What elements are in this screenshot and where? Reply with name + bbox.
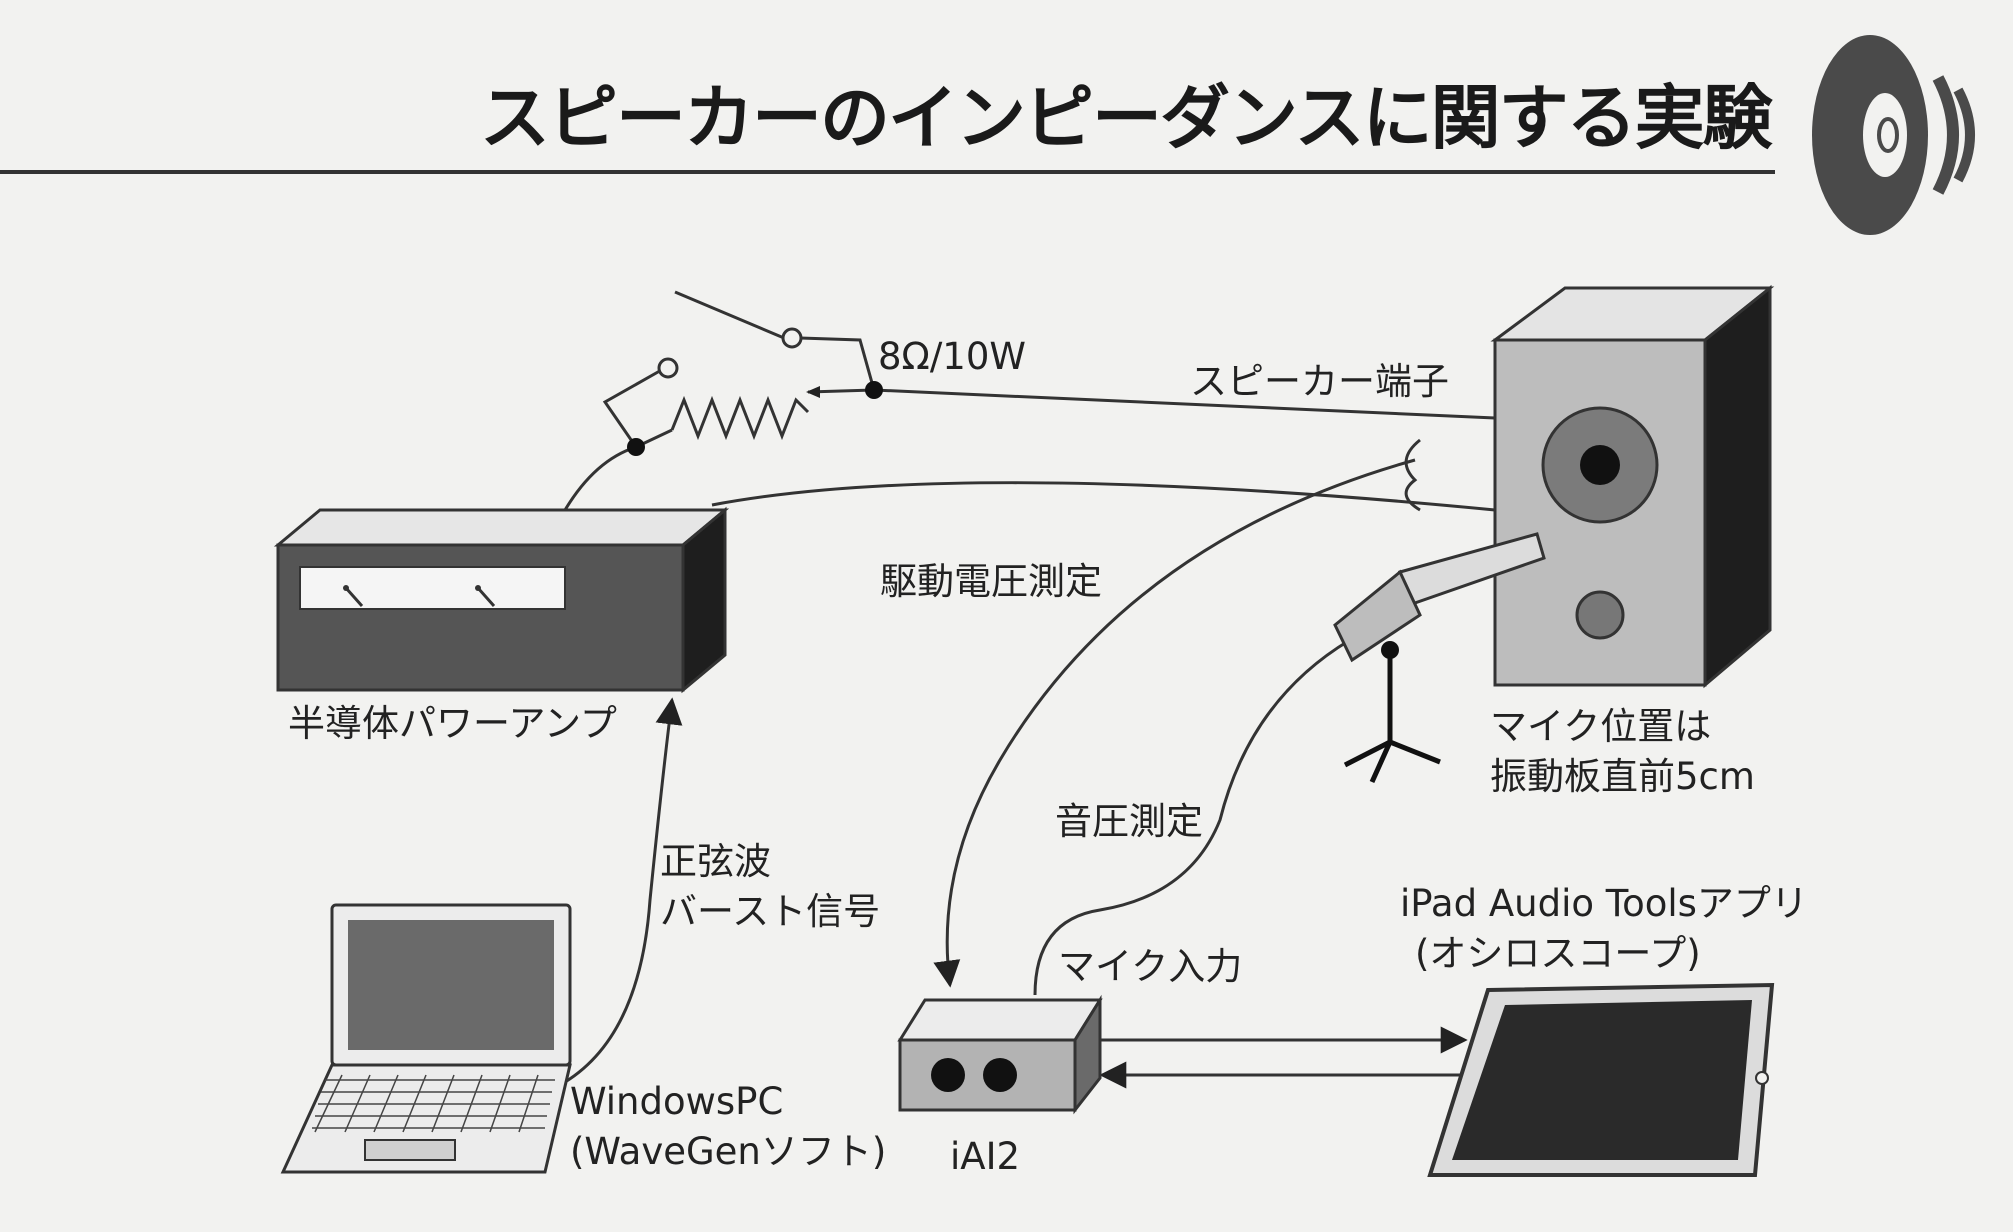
label-mic-position-2: 振動板直前5cm — [1490, 755, 1755, 798]
label-speaker-terminal: スピーカー端子 — [1190, 360, 1449, 403]
label-ipad-1: iPad Audio Toolsアプリ — [1400, 882, 1808, 925]
switch-icon — [657, 327, 803, 379]
label-pc-2: (WaveGenソフト) — [570, 1130, 887, 1173]
speaker-icon — [1812, 35, 1975, 235]
label-resistor: 8Ω/10W — [878, 335, 1026, 378]
microphone-icon — [1333, 532, 1546, 784]
laptop-icon — [280, 903, 572, 1174]
audio-interface-icon — [897, 994, 1103, 1115]
label-sine-1: 正弦波 — [660, 840, 771, 883]
page-title: スピーカーのインピーダンスに関する実験 — [480, 77, 1773, 159]
label-interface: iAI2 — [950, 1135, 1021, 1178]
label-sound-pressure: 音圧測定 — [1055, 800, 1203, 843]
speaker-cabinet-icon — [1490, 284, 1775, 689]
junction-node-left — [627, 438, 645, 456]
label-amplifier: 半導体パワーアンプ — [288, 702, 617, 745]
label-sine-2: バースト信号 — [660, 890, 881, 933]
amplifier-icon — [273, 506, 730, 694]
resistor-icon — [806, 386, 820, 398]
label-mic-position-1: マイク位置は — [1490, 705, 1712, 748]
tablet-icon — [1427, 982, 1775, 1177]
junction-node-right — [865, 381, 883, 399]
label-mic-input: マイク入力 — [1058, 945, 1243, 988]
wires — [559, 290, 1496, 1089]
label-drive-voltage: 駆動電圧測定 — [880, 560, 1102, 603]
label-ipad-2: (オシロスコープ) — [1415, 932, 1701, 975]
label-pc-1: WindowsPC — [570, 1080, 784, 1123]
